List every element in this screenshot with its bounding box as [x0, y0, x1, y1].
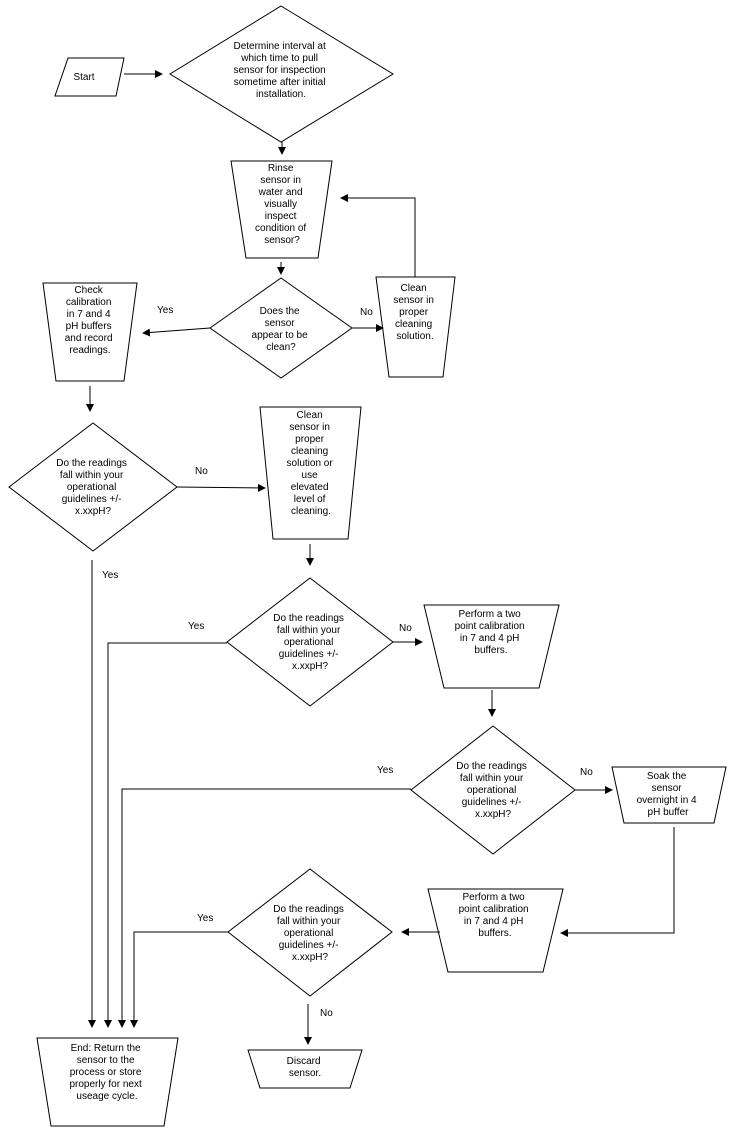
decision-readings-2-text: Do the readings fall within your operati…	[273, 613, 346, 672]
label-clean-no: No	[360, 307, 373, 318]
determine-interval-text: Determine interval at which time to pull…	[233, 41, 328, 100]
perform-calibration-2-text: Perform a two point calibration in 7 and…	[459, 892, 532, 939]
decision-readings-3-text: Do the readings fall within your operati…	[456, 761, 529, 820]
decision-readings-2-node: Do the readings fall within your operati…	[226, 577, 394, 707]
connector-clean-solution-back	[340, 194, 416, 277]
decision-readings-4-text: Do the readings fall within your operati…	[273, 904, 346, 963]
label-readings-4-no: No	[320, 1008, 333, 1019]
end-node: End: Return the sensor to the process or…	[36, 1037, 179, 1127]
label-readings-2-no: No	[399, 623, 412, 634]
connector-readings-1-no	[176, 483, 266, 492]
decision-readings-3-node: Do the readings fall within your operati…	[410, 725, 576, 855]
rinse-text: Rinse sensor in water and visually inspe…	[255, 163, 309, 246]
label-readings-1-no: No	[195, 466, 208, 477]
decision-readings-4-node: Do the readings fall within your operati…	[227, 868, 393, 997]
connector-readings-2-yes	[104, 642, 227, 1028]
label-readings-1-yes: Yes	[102, 570, 118, 581]
start-label: Start	[73, 72, 94, 83]
check-calibration-text: Check calibration in 7 and 4 pH buffers …	[65, 285, 116, 356]
determine-interval-node: Determine interval at which time to pull…	[169, 5, 394, 143]
clean-elevated-node: Clean sensor in proper cleaning solution…	[259, 406, 362, 540]
rinse-node: Rinse sensor in water and visually inspe…	[230, 160, 333, 259]
check-calibration-node: Check calibration in 7 and 4 pH buffers …	[42, 282, 138, 382]
clean-solution-text: Clean sensor in proper cleaning solution…	[393, 283, 436, 342]
perform-calibration-1-text: Perform a two point calibration in 7 and…	[455, 609, 528, 656]
soak-text: Soak the sensor overnight in 4 pH buffer	[637, 771, 700, 818]
perform-calibration-1-node: Perform a two point calibration in 7 and…	[423, 604, 560, 689]
soak-node: Soak the sensor overnight in 4 pH buffer	[611, 766, 727, 824]
start-node: Start	[54, 57, 125, 97]
decision-readings-1-text: Do the readings fall within your operati…	[56, 458, 129, 517]
label-readings-2-yes: Yes	[188, 621, 204, 632]
connector-clean-yes	[142, 327, 211, 337]
connector-readings-3-yes	[118, 788, 411, 1028]
label-readings-3-yes: Yes	[377, 765, 393, 776]
clean-elevated-text: Clean sensor in proper cleaning solution…	[287, 410, 336, 517]
connector-soak-to-calibration-2	[560, 827, 675, 937]
discard-text: Discard sensor.	[287, 1056, 324, 1079]
end-text: End: Return the sensor to the process or…	[69, 1043, 144, 1102]
connector-readings-4-yes	[130, 931, 228, 1028]
label-clean-yes: Yes	[157, 305, 173, 316]
label-readings-4-yes: Yes	[197, 913, 213, 924]
label-readings-3-no: No	[580, 767, 593, 778]
decision-readings-1-node: Do the readings fall within your operati…	[8, 422, 178, 552]
decision-clean-text: Does the sensor appear to be clean?	[252, 306, 311, 353]
discard-node: Discard sensor.	[247, 1049, 363, 1089]
clean-solution-node: Clean sensor in proper cleaning solution…	[375, 276, 456, 378]
decision-clean-node: Does the sensor appear to be clean?	[209, 277, 353, 379]
perform-calibration-2-node: Perform a two point calibration in 7 and…	[427, 888, 564, 973]
